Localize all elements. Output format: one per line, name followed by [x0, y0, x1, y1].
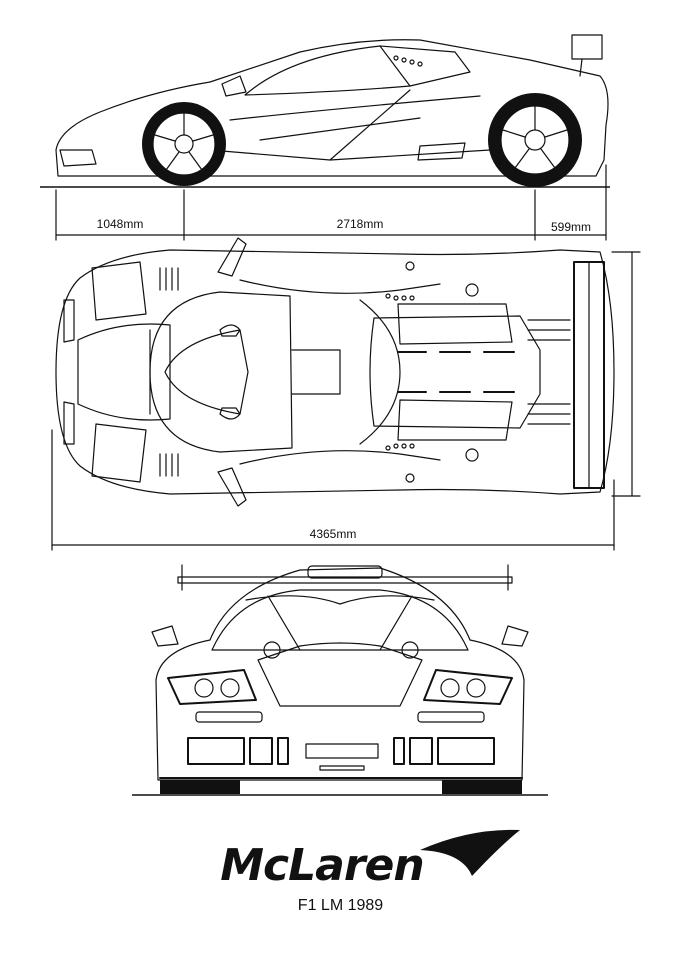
side-dimension-lines: 1048mm 2718mm 599mm: [55, 164, 607, 241]
front-view: [132, 564, 548, 796]
side-view: [40, 34, 610, 188]
overall-length-label: 4365mm: [310, 527, 357, 541]
length-dimension-lines: 4365mm: [51, 251, 641, 551]
mclaren-logo: McLaren: [220, 829, 520, 891]
rear-overhang-label: 599mm: [551, 220, 591, 234]
model-subtitle: F1 LM 1989: [297, 897, 384, 914]
top-view: [55, 237, 615, 507]
logo-wordmark: McLaren: [220, 840, 423, 891]
front-overhang-label: 1048mm: [97, 217, 144, 231]
wheelbase-label: 2718mm: [337, 217, 384, 231]
